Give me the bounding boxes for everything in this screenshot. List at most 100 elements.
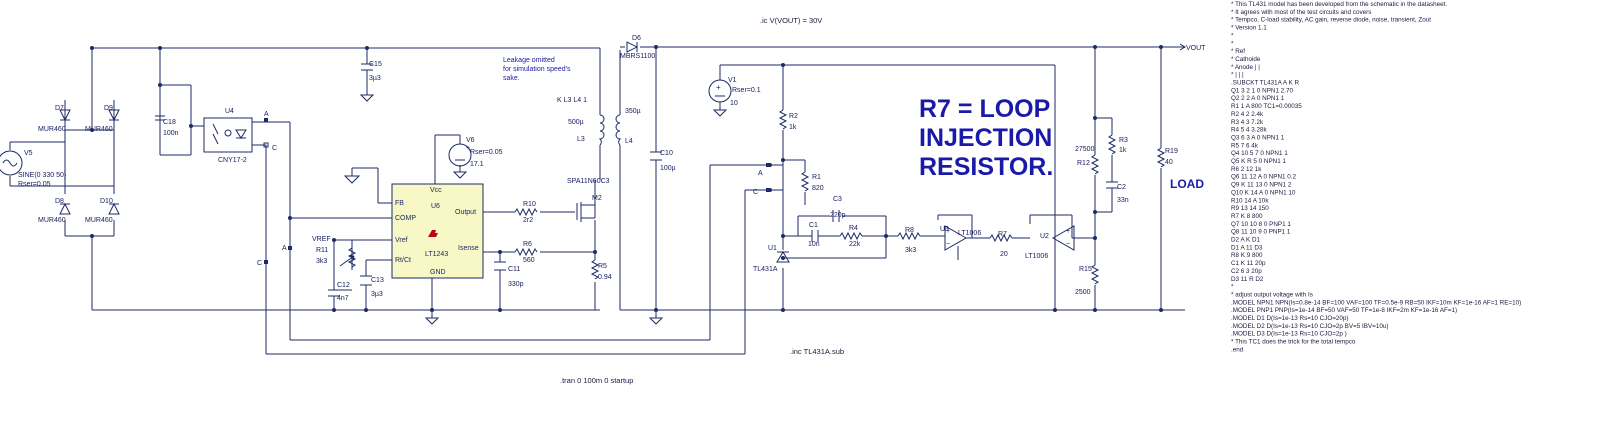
resistor-r1[interactable]: R1 820 [800,171,824,192]
svg-text:27500: 27500 [1075,146,1095,153]
inductor-l4[interactable]: 350µ L4 [615,108,641,146]
svg-text:+: + [1066,228,1070,235]
svg-text:220p: 220p [830,212,846,219]
resistor-r5[interactable]: R5 0.94 [590,259,612,281]
capacitor-c13[interactable]: C13 3µ3 [360,275,384,298]
resistor-r4[interactable]: R4 22k [839,225,863,248]
diode-d9[interactable]: D9 MUR460 [85,100,120,133]
resistor-r6[interactable]: R6 560 [514,241,538,264]
netlist-line: Q10 K 14 A 0 NPN1 10 [1231,189,1296,196]
netlist-line: R5 7 6 4k [1231,142,1259,149]
svg-text:M2: M2 [592,195,602,202]
resistor-r7[interactable]: R7 20 [989,231,1013,258]
diode-d7[interactable]: D7 MUR460 [38,100,71,133]
net-label-c[interactable]: C C C [257,142,770,267]
svg-text:+: + [946,228,950,235]
netlist-line: Q5 K R 5 0 NPN1 1 [1231,158,1286,165]
v1-source[interactable]: + V1 Rser=0.1 10 [708,77,761,107]
svg-text:TL431A: TL431A [753,266,778,273]
capacitor-c18[interactable]: C18 100n [155,115,179,137]
v6-source[interactable]: + V6 Rser=0.05 17.1 [448,137,503,168]
opamp-u3[interactable]: + − U3 LT1006 [940,225,981,251]
netlist-line: R1 1 A 800 TC1=0.00035 [1231,103,1302,110]
svg-text:R15: R15 [1079,266,1092,273]
resistor-r12[interactable]: 27500 R12 [1075,146,1100,175]
svg-text:10: 10 [730,100,738,107]
svg-text:R7: R7 [998,231,1007,238]
netlist-line: R8 K 9 800 [1231,252,1263,259]
svg-text:−: − [946,241,950,248]
diode-d8[interactable]: D8 MUR460 [38,198,71,224]
shunt-reference-u1[interactable]: U1 TL431A [753,245,790,273]
svg-text:3µ3: 3µ3 [371,291,383,298]
r7-loop-note: R7 = LOOP INJECTION RESISTOR. [919,95,1053,181]
netlist-line: D2 A K D1 [1231,237,1261,244]
svg-text:4n7: 4n7 [337,295,349,302]
netlist-line: * Tempco, C-load stability, AC gain, rev… [1231,17,1431,24]
ic-directive[interactable]: .ic V(VOUT) = 30V [760,16,822,25]
capacitor-c1[interactable]: C1 10n [808,222,820,248]
svg-text:1k: 1k [1119,147,1127,154]
svg-text:LT1006: LT1006 [958,230,981,237]
resistor-r3[interactable]: R3 1k [1107,134,1128,155]
resistor-r11[interactable]: R11 3k3 [316,247,357,268]
load-label: LOAD [1170,177,1204,191]
svg-text:U4: U4 [225,108,234,115]
net-label-vout[interactable]: VOUT [1179,43,1206,52]
v5-source[interactable]: V5 SINE(0 330 50) Rser=0.05 [0,150,66,188]
svg-text:C2: C2 [1117,184,1126,191]
wires [9,46,1185,355]
netlist-line: .MODEL D3 D(Is=1e-13 Rs=10 CJO=2p ) [1231,331,1347,338]
inc-directive[interactable]: .inc TL431A.sub [790,347,844,356]
tran-directive[interactable]: .tran 0 100m 0 startup [560,376,633,385]
net-label-vref[interactable]: VREF [312,236,331,243]
svg-text:10n: 10n [808,241,820,248]
resistor-r19[interactable]: R19 40 [1156,147,1178,168]
svg-text:MUR460: MUR460 [85,126,113,133]
diode-d10[interactable]: D10 MUR460 [85,198,120,224]
resistor-r8[interactable]: R8 3k3 [897,227,921,254]
diode-d6[interactable]: D6 MBRS1100 [620,35,655,60]
svg-text:3k3: 3k3 [905,247,916,254]
opamp-u2[interactable]: + − U2 LT1006 [1025,225,1075,260]
svg-text:L4: L4 [625,138,633,145]
mosfet-m2[interactable]: SPA11N60C3 M2 [567,178,610,222]
netlist-line: Q9 K 11 13 0 NPN1 2 [1231,182,1292,189]
inductor-l3[interactable]: 500µ L3 [568,114,605,146]
coupling-directive[interactable]: K L3 L4 1 [557,97,587,104]
netlist-line: .MODEL D2 D(Is=1e-13 Rs=10 CJO=2p BV=5 I… [1231,323,1388,330]
netlist-line: Q8 11 10 9 0 PNP1 1 [1231,229,1291,236]
controller-u6[interactable]: Vcc FB COMP Vref Rt/Ct GND Output Isense… [391,183,484,279]
netlist-line: C2 6 3 20p [1231,268,1262,275]
svg-text:R8: R8 [905,227,914,234]
capacitor-c15[interactable]: C15 3µ3 [359,61,382,102]
netlist-line: * Cathoide [1231,56,1261,63]
svg-text:U3: U3 [940,226,949,233]
resistor-r2[interactable]: R2 1k [778,109,798,131]
resistor-r15[interactable]: R15 2500 [1075,264,1100,296]
netlist-line: Q7 10 10 8 0 PNP1 1 [1231,221,1291,228]
svg-text:C: C [753,189,758,196]
capacitor-c12[interactable]: C12 4n7 [328,282,350,302]
svg-text:Rser=0.1: Rser=0.1 [732,87,761,94]
net-label-a[interactable]: A A A [264,111,770,252]
svg-text:1k: 1k [789,124,797,131]
optocoupler-u4[interactable]: U4 CNY17-2 [203,108,253,164]
netlist-line: * This TC1 does the trick for the total … [1231,339,1356,346]
svg-text:FB: FB [395,200,404,207]
netlist-directive[interactable]: * This TL431 model has been developed fr… [1231,1,1521,353]
capacitor-c3[interactable]: C3 220p [830,196,846,222]
capacitor-c10[interactable]: C10 100µ [650,150,676,172]
svg-text:2500: 2500 [1075,289,1091,296]
resistor-r10[interactable]: R10 2r2 [514,201,538,224]
svg-text:U1: U1 [768,245,777,252]
svg-text:C10: C10 [660,150,673,157]
svg-text:100µ: 100µ [660,165,676,172]
svg-text:LT1243: LT1243 [425,251,448,258]
svg-text:C18: C18 [163,119,176,126]
svg-text:−: − [1066,241,1070,248]
capacitor-c2[interactable]: C2 33n [1106,181,1129,204]
svg-text:for simulation speed's: for simulation speed's [503,66,571,73]
capacitor-c11[interactable]: C11 330p [494,261,524,288]
